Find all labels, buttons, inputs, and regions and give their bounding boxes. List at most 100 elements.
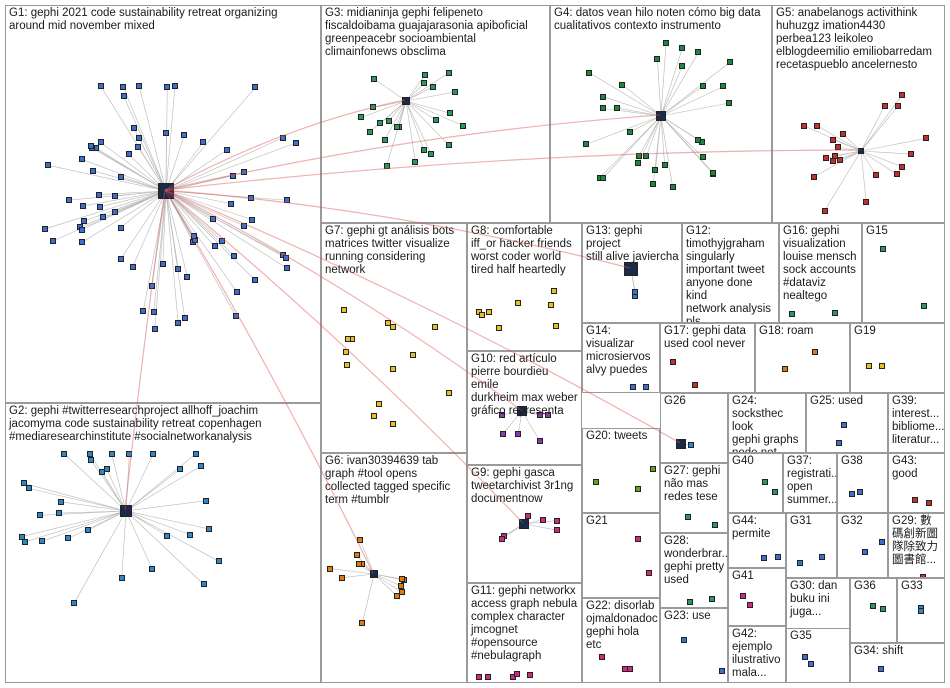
user-node[interactable] [126,451,133,457]
user-node[interactable] [421,72,428,79]
user-node[interactable] [376,400,383,407]
user-node[interactable] [383,162,390,169]
hub-node[interactable] [120,505,132,517]
user-node[interactable] [431,324,438,331]
user-node[interactable] [547,301,554,308]
user-node[interactable] [241,169,248,176]
user-node[interactable] [513,670,520,677]
user-node[interactable] [219,238,226,245]
user-node[interactable] [103,465,110,472]
user-node[interactable] [339,574,346,581]
user-node[interactable] [247,194,254,201]
user-node[interactable] [79,156,86,163]
hub-node[interactable] [158,183,174,199]
user-node[interactable] [643,152,650,159]
user-node[interactable] [85,527,92,534]
user-node[interactable] [409,352,416,359]
user-node[interactable] [398,589,405,596]
user-node[interactable] [99,469,106,476]
user-node[interactable] [344,335,351,342]
user-node[interactable] [814,122,821,129]
user-node[interactable] [136,82,143,89]
user-node[interactable] [831,310,838,317]
user-node[interactable] [371,76,378,83]
user-node[interactable] [229,172,236,179]
user-node[interactable] [49,237,56,244]
user-node[interactable] [433,117,440,124]
user-node[interactable] [600,93,607,100]
user-node[interactable] [553,322,560,329]
user-node[interactable] [38,538,45,545]
user-node[interactable] [164,83,171,90]
user-node[interactable] [649,465,656,472]
user-node[interactable] [81,218,88,225]
user-node[interactable] [210,216,217,223]
user-node[interactable] [515,430,522,437]
user-node[interactable] [796,560,803,567]
user-node[interactable] [151,326,158,333]
user-node[interactable] [384,319,391,326]
user-node[interactable] [129,263,136,270]
user-node[interactable] [340,306,347,313]
user-node[interactable] [553,527,560,534]
user-node[interactable] [848,491,855,498]
user-node[interactable] [592,479,599,486]
user-node[interactable] [926,500,933,507]
user-node[interactable] [117,255,124,262]
user-node[interactable] [343,362,350,369]
user-node[interactable] [198,462,205,469]
user-node[interactable] [117,224,124,231]
user-node[interactable] [353,552,360,559]
user-node[interactable] [282,254,289,261]
user-node[interactable] [19,533,26,540]
user-node[interactable] [837,157,844,164]
user-node[interactable] [802,653,809,660]
user-node[interactable] [70,600,77,607]
user-node[interactable] [120,93,127,100]
user-node[interactable] [632,289,639,296]
user-node[interactable] [510,674,517,680]
user-node[interactable] [393,123,400,130]
user-node[interactable] [830,158,837,165]
user-node[interactable] [839,131,846,138]
user-node[interactable] [248,216,255,223]
user-node[interactable] [634,535,641,542]
user-node[interactable] [125,151,132,158]
user-node[interactable] [280,134,287,141]
user-node[interactable] [832,152,839,159]
user-node[interactable] [87,143,94,150]
user-node[interactable] [536,437,543,444]
hub-node[interactable] [656,111,666,121]
user-node[interactable] [390,323,397,330]
user-node[interactable] [399,576,406,583]
user-node[interactable] [921,303,927,310]
user-node[interactable] [781,365,788,372]
user-node[interactable] [175,266,182,273]
user-node[interactable] [377,120,384,127]
user-node[interactable] [498,536,505,543]
user-node[interactable] [545,412,552,418]
user-node[interactable] [96,203,103,210]
user-node[interactable] [200,139,207,146]
user-node[interactable] [66,197,73,204]
user-node[interactable] [761,478,768,485]
user-node[interactable] [140,308,147,315]
user-node[interactable] [447,110,454,117]
user-node[interactable] [880,605,887,612]
user-node[interactable] [252,84,259,91]
user-node[interactable] [370,413,377,420]
user-node[interactable] [357,537,364,544]
user-node[interactable] [720,83,727,90]
user-node[interactable] [515,299,522,306]
user-node[interactable] [654,56,661,63]
user-node[interactable] [619,81,626,88]
user-node[interactable] [694,136,701,143]
user-node[interactable] [710,169,717,176]
user-node[interactable] [181,131,188,138]
user-node[interactable] [370,104,377,111]
user-node[interactable] [687,441,694,448]
user-node[interactable] [421,80,428,87]
user-node[interactable] [283,197,290,204]
user-node[interactable] [635,160,642,167]
user-node[interactable] [645,569,652,576]
